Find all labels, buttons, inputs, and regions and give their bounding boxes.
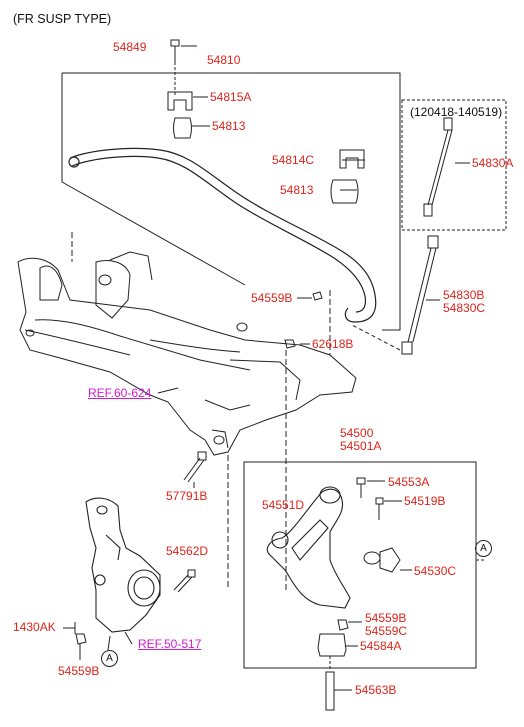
- part-label-54559B-bottom[interactable]: 54559B: [58, 664, 100, 678]
- part-label-54849[interactable]: 54849: [113, 40, 147, 54]
- part-label-54559C[interactable]: 54559C: [365, 624, 408, 638]
- part-label-54501A[interactable]: 54501A: [340, 439, 382, 453]
- bolt-54849: [170, 39, 180, 95]
- stabilizer-group-frame: [61, 72, 401, 331]
- part-label-54530C[interactable]: 54530C: [414, 564, 457, 578]
- part-label-54500[interactable]: 54500: [340, 426, 374, 440]
- bracket-54815A: [167, 91, 193, 111]
- stabilizer-link-54830A: [401, 99, 507, 231]
- phantom-lines: [71, 232, 331, 590]
- part-label-54830B[interactable]: 54830B: [443, 288, 485, 302]
- stabilizer-link-54830B: [351, 235, 440, 355]
- part-label-54810[interactable]: 54810: [207, 53, 241, 67]
- lower-control-arm: [266, 486, 351, 609]
- bushing-54813-lower: [330, 179, 359, 204]
- part-label-54553A[interactable]: 54553A: [388, 475, 430, 489]
- part-label-54563B[interactable]: 54563B: [355, 683, 397, 697]
- callout-a-left: A: [101, 650, 118, 667]
- part-label-54584A[interactable]: 54584A: [360, 639, 402, 653]
- part-label-54551D[interactable]: 54551D: [262, 498, 305, 512]
- part-label-54830C[interactable]: 54830C: [443, 301, 486, 315]
- callout-a-right: A: [475, 540, 492, 557]
- part-label-54519B[interactable]: 54519B: [404, 494, 446, 508]
- ref-50-leader: [124, 631, 133, 645]
- bolt-54519B: [375, 497, 402, 520]
- bolt-57791B: [183, 451, 207, 488]
- nut-54559B-mid: [337, 619, 362, 631]
- nut-54559B-bottom: [75, 633, 87, 660]
- subframe-crossmember: [17, 251, 357, 456]
- part-label-54813-upper[interactable]: 54813: [212, 119, 246, 133]
- nut-54559B-top: [312, 291, 323, 301]
- bolt-54553A: [356, 477, 385, 498]
- part-label-54559B-top[interactable]: 54559B: [251, 291, 293, 305]
- diagram-title: (FR SUSP TYPE): [13, 12, 112, 26]
- part-label-54815A[interactable]: 54815A: [210, 90, 252, 104]
- date-range-label: (120418-140519): [410, 105, 503, 119]
- part-label-54562D[interactable]: 54562D: [166, 544, 209, 558]
- lower-arm-group-frame: [243, 461, 477, 669]
- part-label-62618B[interactable]: 62618B: [312, 337, 354, 351]
- bolt-54562D: [173, 569, 196, 593]
- nut-62618B: [284, 339, 296, 349]
- bushing-54584A: [317, 633, 358, 657]
- ref-60-leader: [157, 387, 179, 394]
- bushing-54813-upper: [173, 117, 192, 139]
- callout-a-leader-left: [107, 635, 111, 651]
- ref-link-50-517[interactable]: REF.50-517: [138, 637, 202, 651]
- part-label-54830A[interactable]: 54830A: [472, 156, 514, 170]
- ref-link-60-624[interactable]: REF.60-624: [88, 386, 152, 400]
- stabilizer-bar: [68, 147, 377, 323]
- part-label-57791B[interactable]: 57791B: [166, 489, 208, 503]
- leader-lines-upper: [181, 45, 365, 345]
- part-label-54813-lower[interactable]: 54813: [280, 183, 314, 197]
- bolt-54563B: [325, 656, 352, 711]
- bracket-54814C: [339, 149, 365, 169]
- part-label-54814C[interactable]: 54814C: [272, 153, 315, 167]
- part-label-1430AK[interactable]: 1430AK: [13, 620, 56, 634]
- pin-1430AK: [63, 622, 76, 634]
- steering-knuckle: [85, 497, 161, 633]
- ball-joint-54530C: [363, 547, 412, 573]
- part-label-54559B-mid[interactable]: 54559B: [365, 611, 407, 625]
